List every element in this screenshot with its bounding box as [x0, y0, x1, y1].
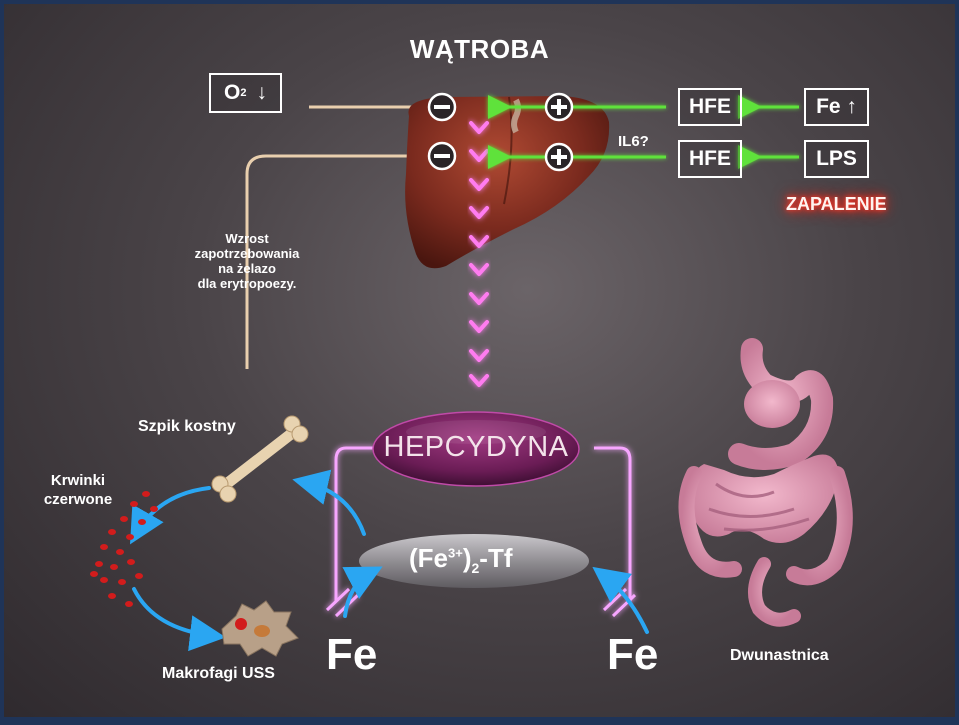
bone-marrow-label: Szpik kostny: [138, 418, 236, 435]
blue-arrows: [130, 469, 649, 652]
transferrin-ellipse: [359, 534, 589, 588]
plus-icon: [544, 142, 574, 172]
fe-left-label: Fe: [326, 630, 378, 679]
lps-box: LPS: [804, 140, 869, 178]
diagram-graphics: [90, 92, 853, 657]
stomach-intestine-icon: [678, 338, 853, 627]
erythropoiesis-note: Wzrost zapotrzebowania na żelazo dla ery…: [194, 231, 300, 291]
transferrin-label: (Fe3+)2-Tf: [409, 543, 513, 577]
hepcidin-label: HEPCYDYNA: [383, 431, 569, 463]
liver-title: WĄTROBA: [409, 34, 550, 64]
il6-label: IL6?: [618, 133, 649, 150]
hepcidin-signal-chevrons: [469, 121, 489, 387]
hepcidin-ellipse: [372, 411, 580, 487]
inflammation-label: ZAPALENIE: [786, 194, 887, 214]
fe-up-box: Fe ↑: [804, 88, 869, 126]
red-cells-label: Krwinki czerwone: [43, 472, 113, 508]
fe-right-label: Fe: [607, 630, 659, 679]
macrophages-label: Makrofagi USS: [162, 665, 275, 682]
minus-icon: [427, 141, 457, 171]
erythropoiesis-line: [245, 154, 429, 369]
hfe-box-bottom: HFE: [678, 140, 742, 178]
hfe-box-top: HFE: [678, 88, 742, 126]
duodenum-label: Dwunastnica: [730, 647, 829, 664]
liver-icon: [405, 96, 610, 269]
minus-icon: [427, 92, 457, 122]
plus-icon: [544, 92, 574, 122]
red-blood-cells-icon: [90, 491, 158, 607]
macrophage-icon: [221, 600, 299, 657]
bone-icon: [211, 415, 309, 503]
green-arrows: [488, 95, 799, 169]
